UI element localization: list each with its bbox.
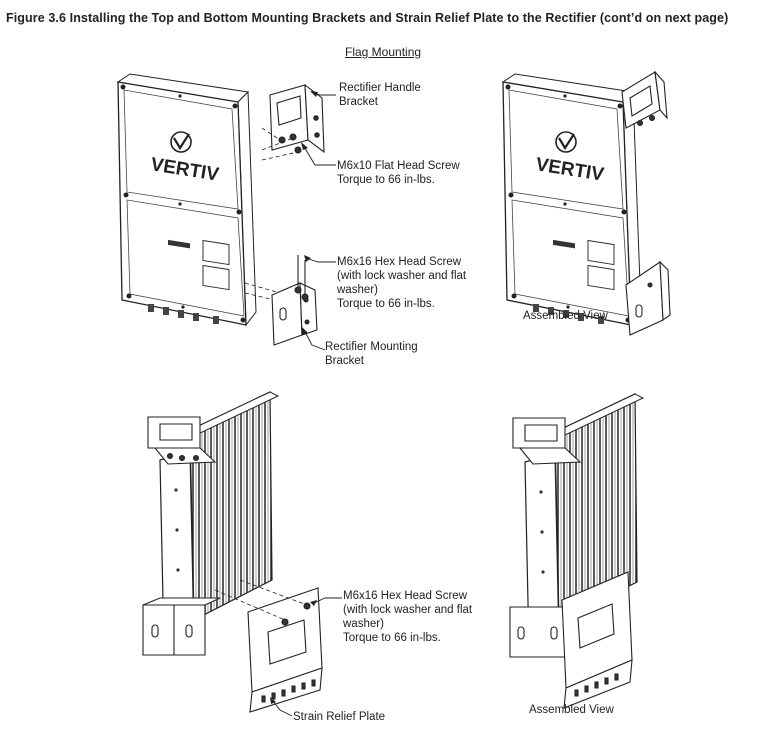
rectifier-top-left: VERTIV	[116, 72, 258, 327]
callout-strain-relief-plate: Strain Relief Plate	[293, 711, 386, 723]
mounting-bracket-assembled	[626, 262, 670, 335]
caption-assembled-view-bottom: Assembled View	[529, 704, 614, 716]
callout-mounting-bracket: Rectifier Mounting Bracket	[325, 340, 418, 368]
callout-flat-head-screw: M6x10 Flat Head Screw Torque to 66 in-lb…	[337, 159, 460, 187]
callout-line: Torque to 66 in-lbs.	[337, 298, 435, 310]
bottom-right-bracket	[510, 607, 570, 657]
callout-line: (with lock washer and flat	[343, 604, 473, 616]
callout-line: washer)	[337, 284, 378, 296]
handle-bracket-assembled	[622, 72, 667, 128]
handle-bracket-exploded	[270, 85, 324, 153]
rectifier-top-right: VERTIV	[501, 72, 643, 327]
callout-line: washer)	[343, 618, 384, 630]
callout-line: M6x16 Hex Head Screw	[337, 256, 461, 268]
mounting-bracket-exploded	[272, 255, 317, 345]
callout-line: M6x16 Hex Head Screw	[343, 590, 467, 602]
callout-line: Rectifier Mounting	[325, 341, 418, 353]
bottom-mounting-bracket	[143, 598, 220, 655]
callout-line: (with lock washer and flat	[337, 270, 467, 282]
callout-line: Rectifier Handle	[339, 82, 421, 94]
section-heading: Flag Mounting	[345, 45, 422, 59]
callout-line: M6x10 Flat Head Screw	[337, 160, 460, 172]
callout-line: Torque to 66 in-lbs.	[337, 174, 435, 186]
callout-handle-bracket: Rectifier Handle Bracket	[339, 81, 421, 109]
strain-relief-plate	[248, 588, 322, 712]
caption-assembled-view-top: Assembled View	[523, 310, 608, 322]
callout-hex-head-screw-top: M6x16 Hex Head Screw (with lock washer a…	[337, 255, 466, 311]
strain-relief-assembled	[562, 572, 632, 708]
bottom-handle-bracket	[148, 417, 215, 464]
callout-line: Bracket	[325, 355, 364, 367]
figure-title: Figure 3.6 Installing the Top and Bottom…	[6, 11, 729, 25]
callout-hex-head-screw-bottom: M6x16 Hex Head Screw (with lock washer a…	[343, 589, 472, 645]
callout-line: Bracket	[339, 96, 378, 108]
bottom-right-handle	[513, 418, 580, 464]
callout-line: Torque to 66 in-lbs.	[343, 632, 441, 644]
